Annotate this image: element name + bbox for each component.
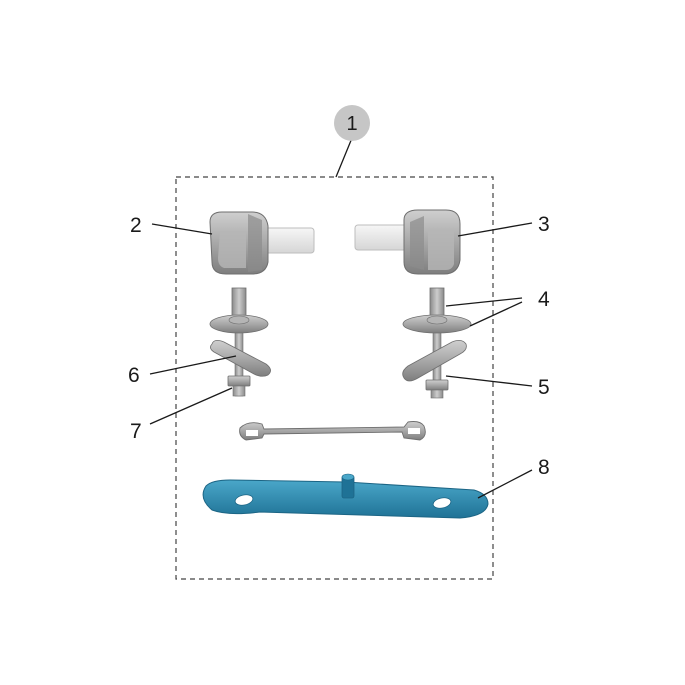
callout-4: 4: [538, 288, 550, 311]
right-bolt-assembly: [402, 287, 472, 399]
leader-lines: [149, 222, 533, 499]
wrench: [239, 421, 426, 441]
callout-2: 2: [130, 214, 142, 237]
right-hinge-block: [354, 209, 461, 275]
callout-7: 7: [130, 420, 142, 443]
left-hinge-block: [209, 211, 315, 275]
mounting-plate: [202, 473, 489, 519]
assembly-badge: 1: [334, 105, 370, 178]
callout-3: 3: [538, 213, 550, 236]
callout-5: 5: [538, 376, 550, 399]
callout-8: 8: [538, 456, 550, 479]
assembly-boundary: [175, 176, 494, 580]
assembly-badge-label: 1: [346, 113, 357, 135]
left-bolt-assembly: [209, 287, 271, 397]
callout-6: 6: [128, 364, 140, 387]
